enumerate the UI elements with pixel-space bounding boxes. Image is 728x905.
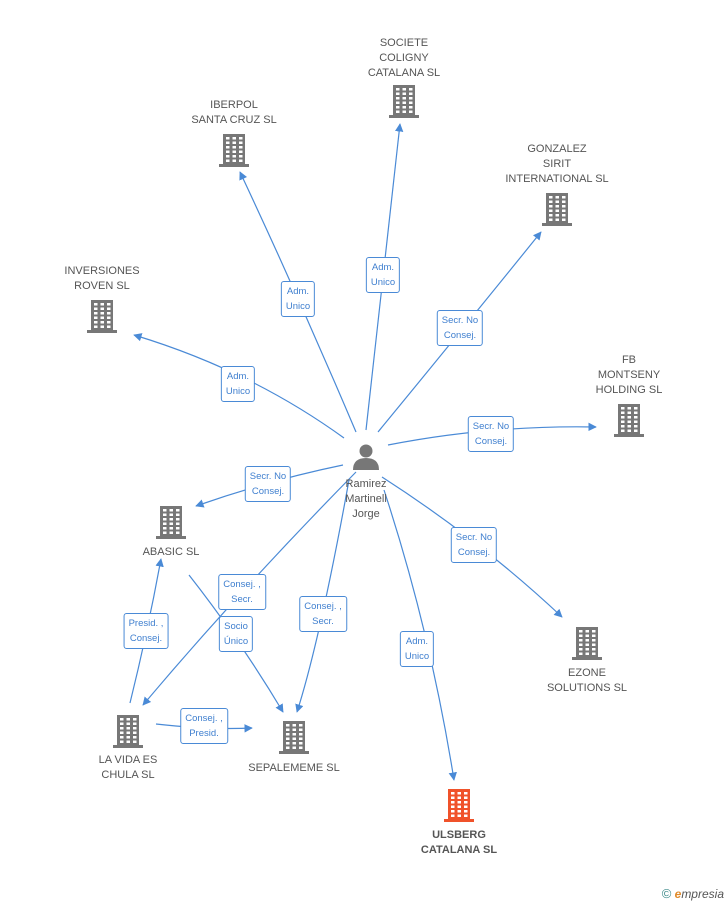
brand-name: mpresia — [681, 887, 724, 901]
company-label-ezone: EZONE SOLUTIONS SL — [546, 667, 628, 694]
company-label-societe: SOCIETE COLIGNY CATALANA SL — [367, 37, 441, 79]
relation-label-person-iberpol: Adm. Unico — [280, 281, 316, 317]
company-label-iberpol: IBERPOL SANTA CRUZ SL — [191, 99, 277, 126]
relation-label-person-inversiones: Adm. Unico — [220, 366, 256, 402]
company-label-sepalememe: SEPALEMEME SL — [248, 762, 340, 774]
relation-label-person-abasic: Secr. No Consej. — [244, 466, 292, 502]
relation-label-person-societe: Adm. Unico — [365, 257, 401, 293]
relation-label-person-sepalememe: Consej. , Secr. — [299, 596, 347, 632]
building-icon[interactable] — [87, 300, 117, 333]
empresia-watermark: © empresia — [662, 886, 724, 901]
building-icon[interactable] — [113, 715, 143, 748]
building-icon[interactable] — [444, 789, 474, 822]
company-label-lavida: LA VIDA ES CHULA SL — [98, 754, 158, 781]
company-label-gonzalez: GONZALEZ SIRIT INTERNATIONAL SL — [505, 143, 609, 185]
building-icon[interactable] — [614, 404, 644, 437]
relation-label-abasic-sepalememe: Socio Único — [218, 616, 254, 652]
building-icon[interactable] — [219, 134, 249, 167]
company-label-inversiones: INVERSIONES ROVEN SL — [64, 265, 140, 292]
copyright-symbol: © — [661, 886, 672, 901]
building-icon[interactable] — [279, 721, 309, 754]
company-label-fb: FB MONTSENY HOLDING SL — [595, 354, 663, 396]
relation-label-person-fb: Secr. No Consej. — [467, 416, 515, 452]
building-icon[interactable] — [389, 85, 419, 118]
building-icon[interactable] — [156, 506, 186, 539]
relation-label-person-ezone: Secr. No Consej. — [450, 527, 498, 563]
building-icon[interactable] — [542, 193, 572, 226]
relation-label-person-lavida: Consej. , Secr. — [218, 574, 266, 610]
person-name-label: Ramirez Martinell Jorge — [345, 478, 387, 520]
relation-label-person-gonzalez: Secr. No Consej. — [436, 310, 484, 346]
brand-initial: e — [674, 887, 682, 901]
building-icon[interactable] — [572, 627, 602, 660]
person-icon[interactable] — [353, 444, 379, 471]
relation-label-lavida-sepalememe: Consej. , Presid. — [180, 708, 228, 744]
company-label-ulsberg: ULSBERG CATALANA SL — [420, 829, 498, 856]
relation-label-person-ulsberg: Adm. Unico — [399, 631, 435, 667]
company-label-abasic: ABASIC SL — [142, 546, 200, 558]
relation-label-lavida-abasic: Presid. , Consej. — [123, 613, 169, 649]
